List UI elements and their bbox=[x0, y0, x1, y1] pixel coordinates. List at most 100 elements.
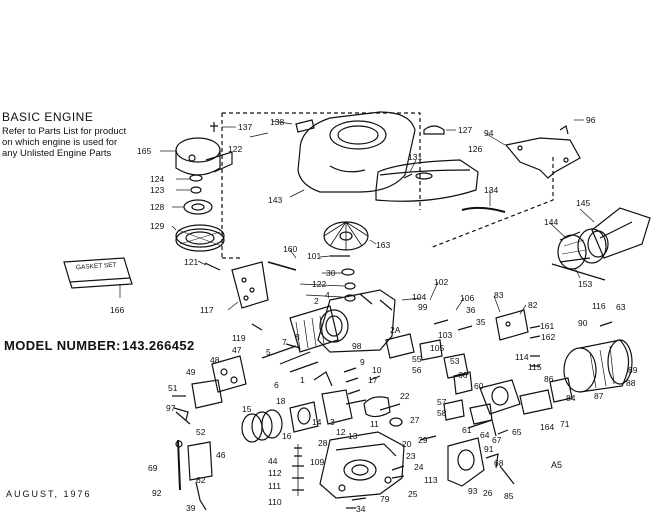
part-label: 46 bbox=[216, 450, 226, 460]
part-label: 7 bbox=[282, 337, 287, 347]
part-label: 114 bbox=[515, 352, 529, 362]
part-label: 98 bbox=[352, 341, 362, 351]
part-label: 35 bbox=[476, 317, 486, 327]
part-label: 112 bbox=[268, 468, 282, 478]
part-label: 104 bbox=[412, 292, 427, 302]
part-label: 51 bbox=[168, 383, 178, 393]
flywheel-fan-163 bbox=[324, 222, 368, 250]
part-label: 13 bbox=[348, 431, 358, 441]
part-label: 24 bbox=[414, 462, 424, 472]
part-label: 144 bbox=[544, 217, 559, 227]
muffler-90 bbox=[564, 340, 632, 392]
part-label: 99 bbox=[418, 302, 428, 312]
part-label: 17 bbox=[368, 375, 378, 385]
part-label: 11 bbox=[370, 419, 379, 429]
part-label: 123 bbox=[150, 185, 165, 195]
part-label: 27 bbox=[410, 415, 420, 425]
reference-note-line-2: on which engine is used for bbox=[2, 137, 118, 148]
part-label: 26 bbox=[483, 488, 493, 498]
part-label: 2A bbox=[390, 325, 401, 335]
engine-base-sump bbox=[320, 432, 404, 498]
part-label: 69 bbox=[148, 463, 158, 473]
part-label: 67 bbox=[492, 435, 502, 445]
flywheel-ring-129 bbox=[176, 225, 224, 251]
part-label: 52 bbox=[196, 427, 206, 437]
part-label: 94 bbox=[484, 128, 494, 138]
part-label: 160 bbox=[283, 244, 298, 254]
part-label: 119 bbox=[232, 333, 246, 343]
part-label: 106 bbox=[460, 293, 475, 303]
part-label: 122 bbox=[228, 144, 243, 154]
part-label: 62 bbox=[196, 475, 206, 485]
part-label: 53 bbox=[450, 356, 460, 366]
part-label: 101 bbox=[307, 251, 322, 261]
part-label: 145 bbox=[576, 198, 591, 208]
model-number-label: MODEL NUMBER: bbox=[4, 338, 121, 353]
part-label: 83 bbox=[494, 290, 504, 300]
part-label: 61 bbox=[462, 425, 472, 435]
part-label: 49 bbox=[186, 367, 196, 377]
filter-element-144 bbox=[558, 229, 606, 269]
part-label: 36 bbox=[466, 305, 476, 315]
part-label: 39 bbox=[186, 503, 196, 513]
part-label: 93 bbox=[468, 486, 478, 496]
part-label: 131 bbox=[408, 152, 423, 162]
breather-47 bbox=[212, 356, 246, 392]
part-label: 60 bbox=[474, 381, 484, 391]
part-label: 91 bbox=[484, 444, 494, 454]
part-label: 137 bbox=[238, 122, 253, 132]
part-label: 92 bbox=[152, 488, 162, 498]
part-label: 23 bbox=[406, 451, 416, 461]
part-label: 68 bbox=[494, 458, 504, 468]
part-label: 63 bbox=[616, 302, 626, 312]
part-label: 15 bbox=[242, 404, 252, 414]
part-label: 22 bbox=[400, 391, 410, 401]
part-label: 44 bbox=[268, 456, 278, 466]
part-label: 2 bbox=[314, 296, 319, 306]
part-label: 64 bbox=[480, 430, 490, 440]
part-label: 34 bbox=[356, 504, 366, 514]
part-label: 121 bbox=[184, 257, 199, 267]
recoil-starter-165 bbox=[176, 138, 232, 175]
part-label: 116 bbox=[592, 301, 606, 311]
part-label: 105 bbox=[430, 343, 445, 353]
part-label: 87 bbox=[594, 391, 604, 401]
part-label: 65 bbox=[512, 427, 522, 437]
part-label: 88 bbox=[626, 378, 636, 388]
part-label: 86 bbox=[544, 374, 554, 384]
part-label: 82 bbox=[528, 300, 538, 310]
part-label: 122 bbox=[312, 279, 327, 289]
part-label: 29 bbox=[418, 435, 428, 445]
part-label: 20 bbox=[402, 439, 412, 449]
fuel-tank-126 bbox=[376, 160, 478, 201]
part-label: 115 bbox=[528, 362, 542, 372]
part-label: 134 bbox=[484, 185, 499, 195]
blower-housing-143 bbox=[298, 112, 415, 192]
part-label: 126 bbox=[468, 144, 483, 154]
part-label: 110 bbox=[268, 497, 282, 507]
part-label: 138 bbox=[270, 117, 285, 127]
reference-note-line-1: Refer to Parts List for product bbox=[2, 126, 127, 137]
part-label: 1 bbox=[300, 375, 305, 385]
part-label: 55 bbox=[412, 354, 422, 364]
part-label: 79 bbox=[380, 494, 390, 504]
engine-block bbox=[290, 290, 395, 352]
footer-code: A5 bbox=[551, 460, 563, 470]
part-label: 18 bbox=[276, 396, 286, 406]
part-label: 129 bbox=[150, 221, 165, 231]
footer-date: AUGUST, 1976 bbox=[6, 489, 92, 499]
part-label: 96 bbox=[586, 115, 596, 125]
part-label: 6 bbox=[274, 380, 279, 390]
part-label: 97 bbox=[166, 403, 176, 413]
part-label: 9 bbox=[360, 357, 365, 367]
part-label: 143 bbox=[268, 195, 283, 205]
part-label: 113 bbox=[424, 475, 438, 485]
part-label: 5 bbox=[266, 347, 271, 357]
fuel-pump-92 bbox=[448, 438, 484, 486]
part-label: 109 bbox=[310, 457, 325, 467]
part-label: 164 bbox=[540, 422, 555, 432]
part-label: 85 bbox=[504, 491, 514, 501]
part-label: 161 bbox=[540, 321, 555, 331]
part-label: 166 bbox=[110, 305, 125, 315]
